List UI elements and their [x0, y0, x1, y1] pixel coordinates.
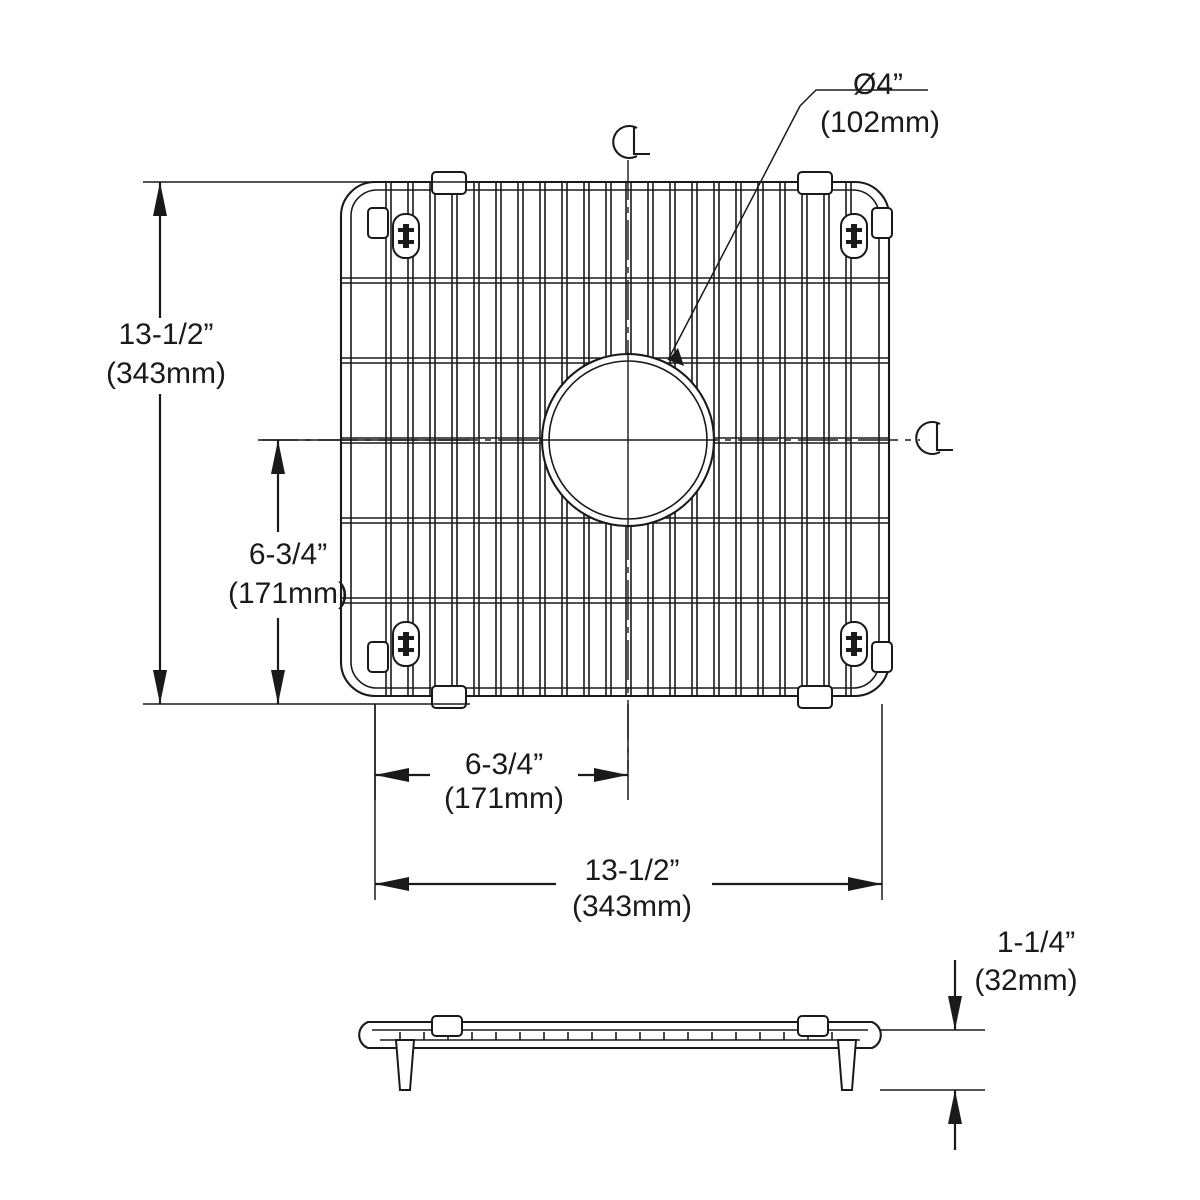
side-foot-right — [836, 1039, 858, 1091]
thickness-imperial: 1-1/4” — [997, 926, 1075, 959]
foot-clip-bottom-right — [840, 621, 868, 667]
rail-end-caps — [367, 207, 893, 673]
bumper-top-left — [431, 171, 467, 195]
dimension-thickness: 1-1/4” (32mm) — [880, 926, 1078, 1150]
bumper-bottom-left — [431, 685, 467, 709]
side-bumper-left — [431, 1015, 463, 1037]
foot-clip-top-left — [392, 213, 420, 259]
centerline-symbol-top — [612, 125, 650, 159]
rail-cap-bottom-left — [367, 641, 389, 673]
side-body-outline — [358, 1020, 882, 1050]
centerline-symbol-right — [915, 421, 953, 455]
drain-hole-ring — [540, 352, 716, 528]
side-foot-left — [394, 1039, 416, 1091]
side-elevation-view — [358, 1015, 882, 1091]
bumper-top-right — [797, 171, 833, 195]
overall-width-metric: (343mm) — [572, 890, 692, 923]
half-width-metric: (171mm) — [444, 782, 564, 815]
thickness-metric: (32mm) — [974, 964, 1077, 997]
rail-cap-top-left — [367, 207, 389, 239]
diameter-label: Ø4” (102mm) — [820, 68, 940, 139]
diameter-leader — [667, 89, 928, 366]
foot-clip-top-right — [840, 213, 868, 259]
foot-clips — [392, 213, 868, 667]
dimension-half-height: 6-3/4” (171mm) — [228, 439, 470, 704]
overall-height-metric: (343mm) — [106, 357, 226, 390]
half-width-imperial: 6-3/4” — [465, 748, 543, 781]
foot-clip-bottom-left — [392, 621, 420, 667]
bumper-bottom-right — [797, 685, 833, 709]
half-height-metric: (171mm) — [228, 577, 348, 610]
centerline-symbols — [612, 125, 953, 455]
dimension-overall-height: 13-1/2” (343mm) — [106, 181, 470, 705]
outer-frame — [339, 180, 891, 698]
dimension-overall-width: 13-1/2” (343mm) — [374, 704, 883, 923]
rail-bumpers — [431, 171, 833, 709]
side-wire-ticks — [399, 1032, 833, 1040]
overall-width-imperial: 13-1/2” — [584, 854, 679, 887]
dimension-half-width: 6-3/4” (171mm) — [374, 704, 629, 815]
grid-wires — [341, 182, 889, 696]
vertical-wires — [385, 182, 852, 696]
rail-cap-top-right — [871, 207, 893, 239]
overall-height-imperial: 13-1/2” — [118, 318, 213, 351]
rail-cap-bottom-right — [871, 641, 893, 673]
half-height-imperial: 6-3/4” — [249, 538, 327, 571]
hole-diameter-metric: (102mm) — [820, 106, 940, 139]
side-bumper-right — [797, 1015, 829, 1037]
hole-diameter-imperial: Ø4” — [853, 68, 903, 101]
top-plan-view — [339, 171, 893, 709]
